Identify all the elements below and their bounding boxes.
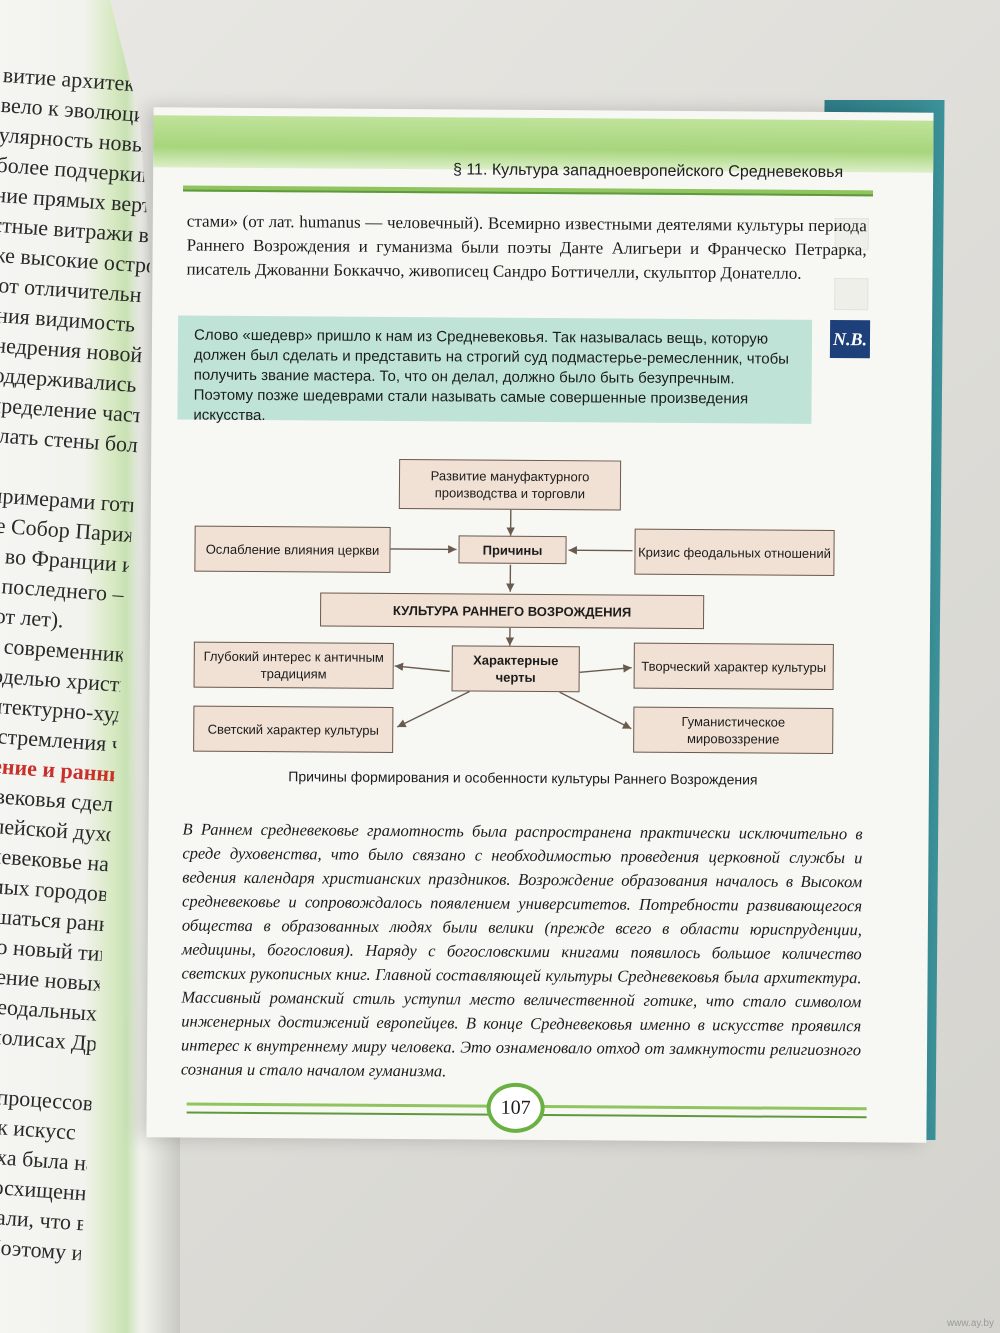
header-divider (183, 185, 874, 197)
box-early-renaissance: КУЛЬТУРА РАННЕГО ВОЗРОЖДЕНИЯ (319, 592, 705, 630)
intro-paragraph: стами» (от лат. humanus — человечный). В… (186, 211, 867, 283)
left-page-green-border (0, 0, 140, 1333)
arrow-features-to-f4 (559, 691, 632, 730)
nb-note-text: Слово «шедевр» пришло к нам из Средневек… (193, 326, 790, 425)
watermark: www.ay.by (946, 1318, 994, 1329)
box-creative-character: Творческий характер культуры (633, 642, 834, 691)
diagram-caption: Причины формирования и особенности культ… (288, 768, 758, 788)
diagram-connectors (390, 509, 633, 730)
box-causes: Причины (458, 535, 567, 565)
box-secular-character: Светский характер культуры (193, 705, 394, 753)
box-antique-interest: Глубокий интерес к античным традициям (193, 641, 394, 689)
main-paragraph: В Раннем средневековье грамотность была … (180, 819, 863, 1081)
page-number: 107 (486, 1082, 545, 1134)
page-header-title: § 11. Культура западноевропейского Средн… (452, 161, 844, 182)
nb-note-box: Слово «шедевр» пришло к нам из Средневек… (177, 315, 813, 425)
box-humanist-worldview: Гуманистическое мировоззрение (633, 706, 834, 755)
box-manufacturing: Развитие мануфактурного производства и т… (398, 459, 622, 511)
box-feudal-crisis: Кризис феодальных отношений (634, 528, 835, 577)
nb-badge: N.B. (829, 320, 871, 359)
arrow-features-to-f3 (396, 690, 470, 728)
box-features: Характерные черты (451, 645, 580, 693)
arrow-features-to-f2 (579, 664, 632, 673)
box-church-weakening: Ослабление влияния церкви (194, 525, 391, 573)
culture-diagram: Развитие мануфактурного производства и т… (179, 457, 861, 762)
arrow-features-to-f1 (394, 662, 450, 673)
right-page: § 11. Культура западноевропейского Средн… (146, 107, 934, 1143)
